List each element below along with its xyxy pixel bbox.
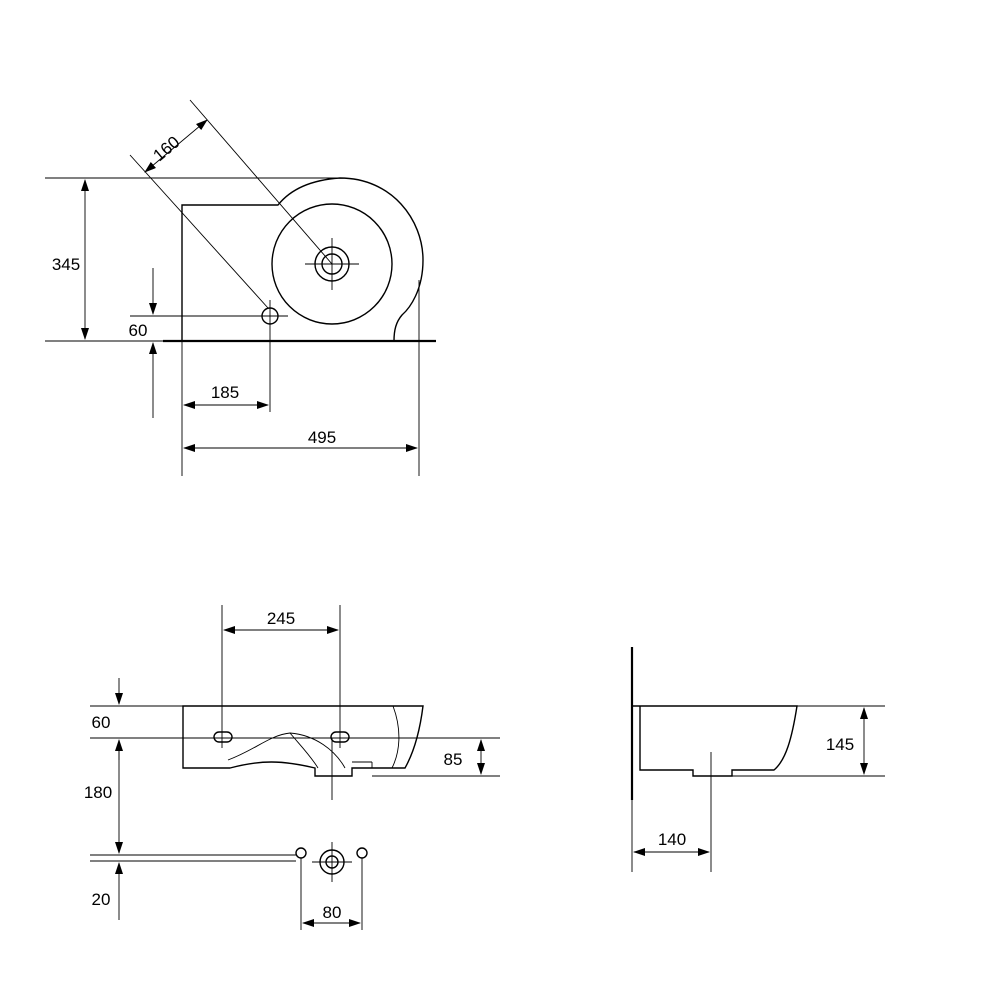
dim-495-label: 495 — [308, 428, 336, 447]
bowl-circle — [271, 203, 393, 325]
dim-180-label: 180 — [84, 783, 112, 802]
dim-85-label: 85 — [444, 750, 463, 769]
dim-60-front-label: 60 — [92, 713, 111, 732]
dim-20-label: 20 — [92, 890, 111, 909]
dim-160-label: 160 — [149, 132, 183, 165]
dim-185-label: 185 — [211, 383, 239, 402]
diag-ext-2 — [189, 99, 333, 265]
front-basin-edge — [391, 705, 400, 769]
dim-140-label: 140 — [658, 830, 686, 849]
basin-outline — [181, 177, 424, 342]
dim-80-label: 80 — [323, 903, 342, 922]
front-view: 245 60 180 20 85 80 — [84, 605, 500, 930]
side-basin-outline — [632, 705, 798, 777]
fixing-hole-right — [356, 847, 368, 859]
top-view: 160 345 60 185 495 — [45, 99, 436, 476]
diag-ext-1 — [129, 154, 269, 309]
dim-345-label: 345 — [52, 255, 80, 274]
side-view: 145 140 — [630, 647, 885, 872]
front-basin-outline — [182, 705, 424, 777]
front-tap-hole-left — [213, 731, 233, 743]
fixing-hole-left — [295, 847, 307, 859]
diag-dim-line — [144, 119, 208, 173]
front-bowl-inner — [289, 732, 319, 769]
dim-60-top-label: 60 — [129, 321, 148, 340]
dim-245-label: 245 — [267, 609, 295, 628]
dim-145-label: 145 — [826, 735, 854, 754]
